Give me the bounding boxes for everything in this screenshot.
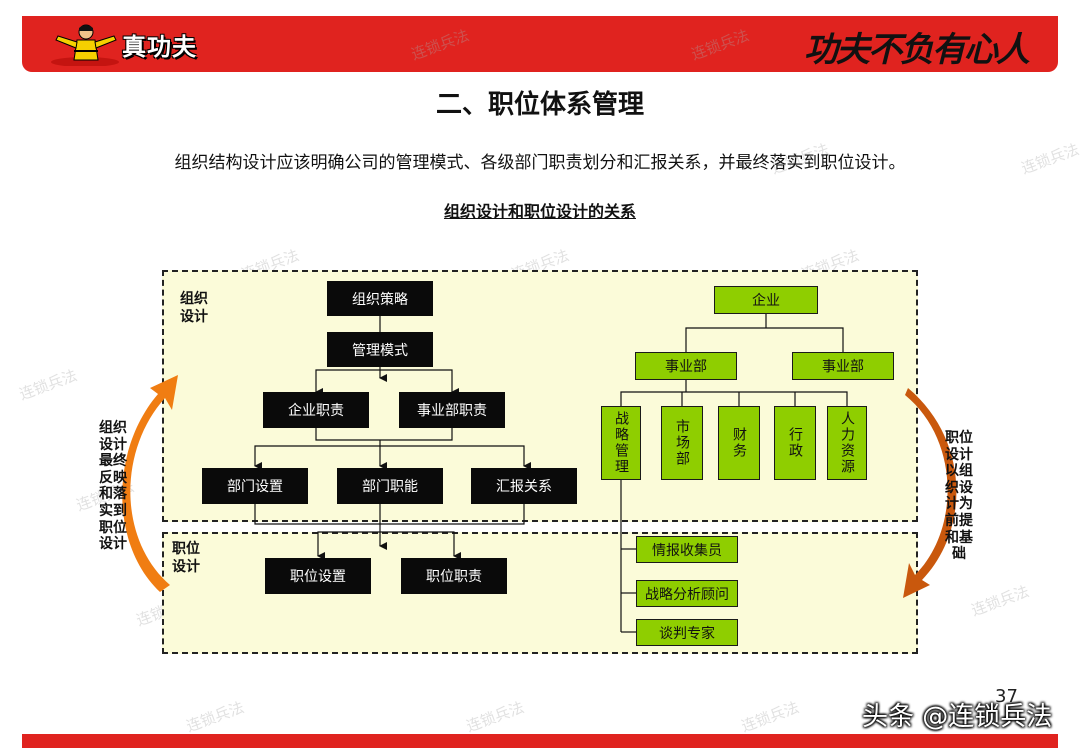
page-number: 37	[995, 686, 1018, 707]
box-org-strategy: 组织策略	[327, 281, 433, 316]
right-side-note: 职位设计以组织设计为前提和基础	[945, 430, 973, 563]
watermark: 连锁兵法	[738, 698, 802, 736]
box-dept-finance: 财务	[718, 406, 760, 480]
left-side-note: 组织设计最终反映和落实到职位设计	[99, 420, 127, 553]
box-bu-right: 事业部	[792, 352, 894, 380]
kungfu-figure-icon	[51, 24, 119, 66]
box-position-intel: 情报收集员	[636, 536, 738, 563]
box-dept-hr: 人力资源	[827, 406, 867, 480]
brand-logo: 真功夫	[50, 22, 197, 66]
box-corp-duty: 企业职责	[263, 392, 369, 428]
box-dept-marketing: 市场部	[661, 406, 703, 480]
box-dept-function: 部门职能	[337, 468, 443, 504]
brand-name: 真功夫	[122, 32, 197, 61]
watermark: 连锁兵法	[968, 582, 1032, 620]
box-position-setup: 职位设置	[265, 558, 371, 594]
position-design-label: 职位 设计	[172, 541, 200, 575]
footer-bar	[22, 734, 1058, 748]
watermark: 连锁兵法	[16, 366, 80, 404]
header-bar: 真功夫 功夫不负有心人	[22, 16, 1058, 72]
org-design-label: 组织 设计	[180, 291, 208, 325]
header-slogan: 功夫不负有心人	[804, 30, 1030, 70]
diagram-subtitle: 组织设计和职位设计的关系	[443, 202, 636, 221]
watermark: 连锁兵法	[183, 698, 247, 736]
box-dept-strategy: 战略管理	[601, 406, 641, 480]
box-dept-admin: 行政	[774, 406, 816, 480]
credit-watermark: 头条 @连锁兵法	[862, 702, 1053, 732]
box-position-duty: 职位职责	[401, 558, 507, 594]
box-dept-setup: 部门设置	[202, 468, 308, 504]
intro-text: 组织结构设计应该明确公司的管理模式、各级部门职责划分和汇报关系，并最终落实到职位…	[174, 153, 906, 173]
box-report-relation: 汇报关系	[471, 468, 577, 504]
position-design-zone	[162, 532, 918, 654]
box-position-analyst: 战略分析顾问	[636, 580, 738, 607]
box-bu-duty: 事业部职责	[399, 392, 505, 428]
page-title: 二、职位体系管理	[435, 90, 644, 120]
box-management-mode: 管理模式	[327, 332, 433, 367]
watermark: 连锁兵法	[463, 698, 527, 736]
box-position-negotiator: 谈判专家	[636, 619, 738, 646]
box-bu-left: 事业部	[635, 352, 737, 380]
box-enterprise: 企业	[714, 286, 818, 314]
